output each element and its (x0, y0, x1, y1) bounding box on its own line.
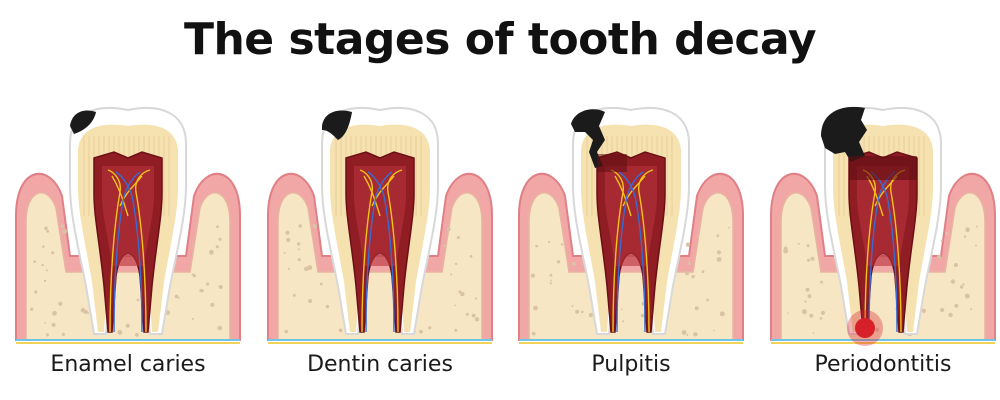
inflamed-pulp (597, 154, 627, 172)
stage-label: Enamel caries (10, 352, 246, 377)
stage-panel-dentin-caries: Dentin caries (262, 96, 498, 396)
stage-label: Dentin caries (262, 352, 498, 377)
stage-panel-enamel-caries: Enamel caries (10, 96, 246, 396)
tooth-diagram-periodontitis (765, 96, 1000, 346)
stage-panel-periodontitis: Periodontitis (765, 96, 1000, 396)
tooth-diagram-pulpitis (513, 96, 749, 346)
stage-panel-pulpitis: Pulpitis (513, 96, 749, 396)
page-title: The stages of tooth decay (0, 14, 1000, 65)
tooth-diagram-dentin-caries (262, 96, 498, 346)
abscess-icon (855, 318, 875, 338)
stage-label: Periodontitis (765, 352, 1000, 377)
stage-label: Pulpitis (513, 352, 749, 377)
inflamed-pulp (849, 156, 917, 180)
tooth-diagram-enamel-caries (10, 96, 246, 346)
